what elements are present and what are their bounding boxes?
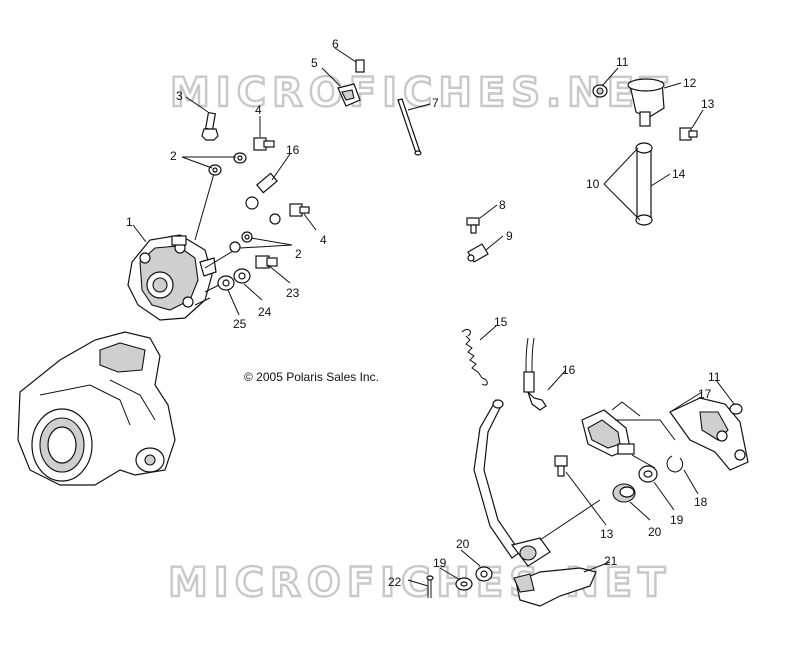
bolt-mid <box>289 203 310 217</box>
callout-17: 17 <box>698 387 712 401</box>
cotter-pin-22 <box>426 575 434 598</box>
banjo-fitting-upper <box>245 172 281 225</box>
watermark-top: MICROFICHES.NET <box>170 70 673 116</box>
callout-8: 8 <box>499 198 506 212</box>
callout-4-mid: 4 <box>320 233 327 247</box>
callout-13-upper: 13 <box>701 97 715 111</box>
callout-19-lower: 19 <box>433 556 447 570</box>
cap-11-bracket <box>729 403 743 415</box>
callout-labels: 1 2 2 3 4 4 5 6 7 8 9 10 11 11 12 13 13 … <box>126 37 721 589</box>
callout-12: 12 <box>683 76 697 90</box>
callout-11-bracket: 11 <box>708 370 721 384</box>
callout-2-upper: 2 <box>170 149 177 163</box>
bolt-13-upper <box>679 127 698 141</box>
brake-line <box>523 337 547 411</box>
brake-caliper <box>127 234 217 321</box>
bolt-upper <box>253 137 275 151</box>
callout-6: 6 <box>332 37 339 51</box>
callout-16-lower: 16 <box>562 363 576 377</box>
bolt-13-lower <box>554 455 568 477</box>
callout-leaders <box>132 47 735 587</box>
callout-20-right: 20 <box>648 525 662 539</box>
callout-22: 22 <box>388 575 402 589</box>
bolt-23 <box>255 255 278 269</box>
callout-18: 18 <box>694 495 708 509</box>
knuckle-housing <box>17 331 176 486</box>
callout-21: 21 <box>604 554 618 568</box>
callout-23: 23 <box>286 286 300 300</box>
clip-5 <box>337 83 361 107</box>
clamp-9 <box>467 243 489 263</box>
rod-7 <box>397 98 422 156</box>
callout-5: 5 <box>311 56 318 70</box>
callout-14: 14 <box>672 167 686 181</box>
callout-3: 3 <box>176 89 183 103</box>
pin-6 <box>355 59 365 73</box>
hose-14 <box>635 142 653 226</box>
callout-2-lower: 2 <box>295 247 302 261</box>
callout-13-lower: 13 <box>600 527 614 541</box>
callout-10: 10 <box>586 177 600 191</box>
callout-20-lower: 20 <box>456 537 470 551</box>
callout-1: 1 <box>126 215 133 229</box>
clip-18 <box>666 455 684 473</box>
cap-11-top <box>592 84 608 98</box>
callout-15: 15 <box>494 315 508 329</box>
callout-7: 7 <box>432 96 439 110</box>
callout-16-upper: 16 <box>286 143 300 157</box>
spring-15 <box>461 329 488 386</box>
screw-8 <box>466 217 480 234</box>
mounting-bracket <box>669 397 749 471</box>
callout-24: 24 <box>258 305 272 319</box>
master-cylinder-17 <box>581 401 641 457</box>
brake-pedal-21 <box>473 399 597 607</box>
reservoir-12 <box>627 78 665 127</box>
callout-9: 9 <box>506 229 513 243</box>
callout-25: 25 <box>233 317 247 331</box>
callout-19-right: 19 <box>670 513 684 527</box>
callout-4-upper: 4 <box>255 103 262 117</box>
bleeder-screw <box>201 111 219 141</box>
copyright-notice: © 2005 Polaris Sales Inc. <box>244 370 379 384</box>
callout-11-top: 11 <box>616 55 629 69</box>
bushing-20-right <box>612 483 636 503</box>
